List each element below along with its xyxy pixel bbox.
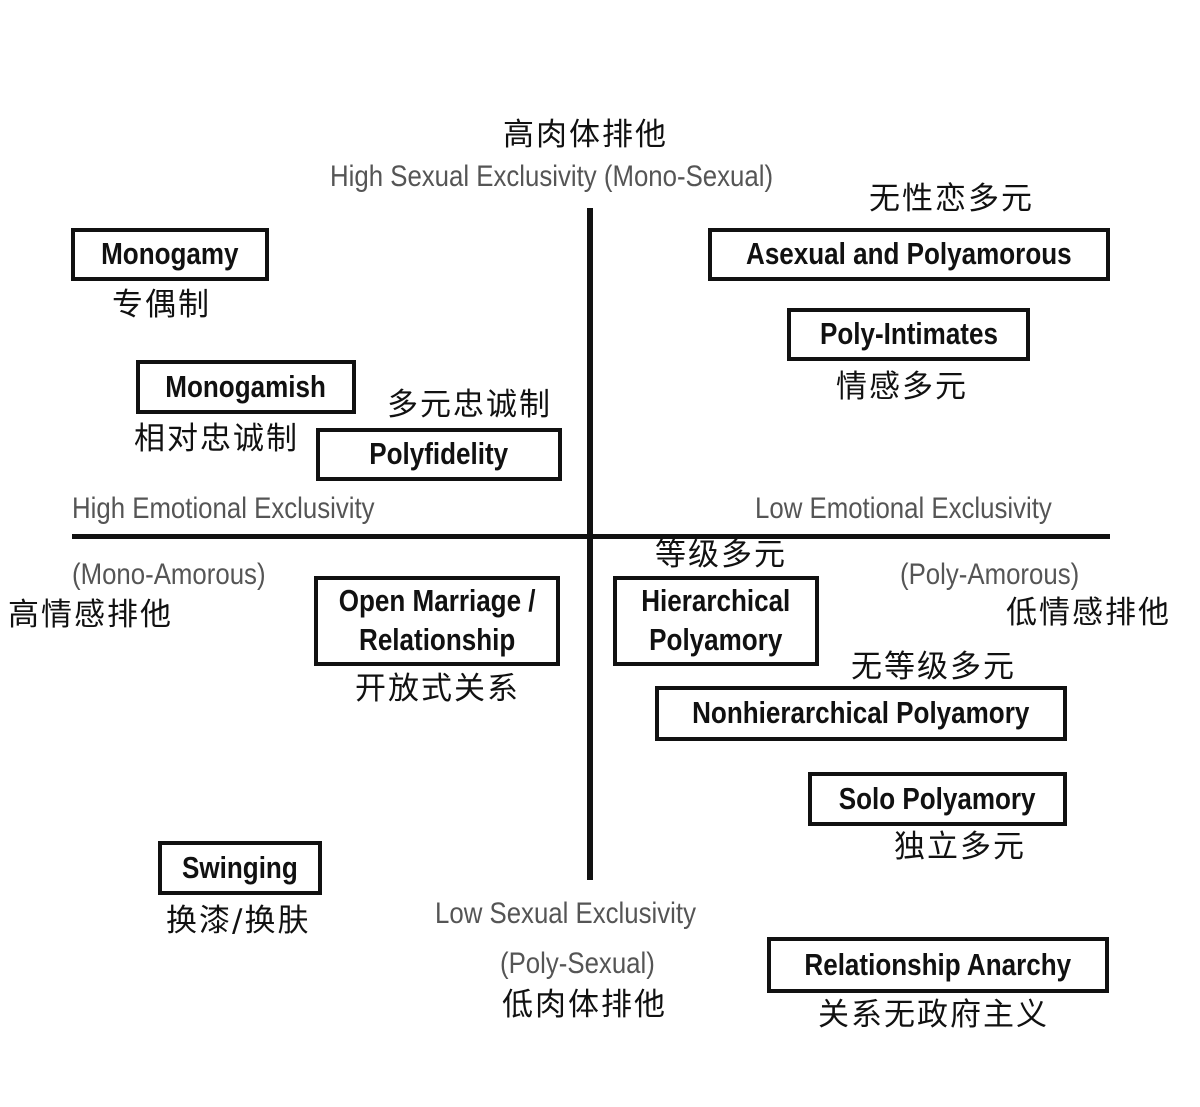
- left-axis-label-cn: 高情感排他: [8, 597, 173, 633]
- right-axis-label-en-paren: (Poly-Amorous): [900, 558, 1080, 591]
- swinging-box: Swinging: [158, 841, 322, 895]
- polyfidelity-box: Polyfidelity: [316, 428, 562, 481]
- asexual-polyamorous-label: Asexual and Polyamorous: [746, 236, 1072, 272]
- open-marriage-label-cn: 开放式关系: [355, 671, 520, 707]
- bottom-axis-label-en: Low Sexual Exclusivity: [435, 897, 696, 930]
- right-axis-label-cn: 低情感排他: [1006, 595, 1171, 631]
- nonhierarchical-label-cn: 无等级多元: [851, 649, 1016, 685]
- polyfidelity-label-cn: 多元忠诚制: [387, 387, 552, 423]
- relationship-anarchy-label-cn: 关系无政府主义: [818, 997, 1049, 1033]
- open-marriage-label: Open Marriage / Relationship: [338, 583, 536, 657]
- bottom-axis-label-en-paren: (Poly-Sexual): [500, 947, 655, 980]
- solo-polyamory-label-cn: 独立多元: [894, 829, 1026, 865]
- open-marriage-box: Open Marriage / Relationship: [314, 576, 560, 666]
- solo-polyamory-label: Solo Polyamory: [839, 780, 1036, 816]
- monogamy-label: Monogamy: [101, 236, 239, 272]
- top-axis-label-en: High Sexual Exclusivity (Mono-Sexual): [330, 160, 774, 193]
- swinging-label-cn: 换漆/换肤: [166, 903, 311, 939]
- hierarchical-polyamory-label: Hierarchical Polyamory: [641, 583, 791, 657]
- poly-intimates-label-cn: 情感多元: [836, 369, 968, 405]
- horizontal-axis: [72, 534, 1110, 539]
- nonhierarchical-polyamory-label: Nonhierarchical Polyamory: [692, 695, 1030, 731]
- asexual-polyamorous-label-cn: 无性恋多元: [869, 181, 1034, 217]
- hierarchical-polyamory-box: Hierarchical Polyamory: [613, 576, 819, 666]
- monogamy-label-cn: 专偶制: [112, 287, 211, 323]
- nonhierarchical-polyamory-box: Nonhierarchical Polyamory: [655, 686, 1067, 741]
- vertical-axis: [587, 208, 593, 880]
- monogamish-label-cn: 相对忠诚制: [134, 421, 299, 457]
- solo-polyamory-box: Solo Polyamory: [808, 772, 1067, 826]
- right-axis-label-en: Low Emotional Exclusivity: [755, 492, 1052, 525]
- top-axis-label-cn: 高肉体排他: [503, 117, 668, 153]
- swinging-label: Swinging: [182, 849, 298, 885]
- asexual-polyamorous-box: Asexual and Polyamorous: [708, 228, 1110, 281]
- monogamish-label: Monogamish: [165, 368, 327, 404]
- hierarchical-label-cn: 等级多元: [655, 537, 787, 573]
- monogamy-box: Monogamy: [71, 228, 269, 281]
- left-axis-label-en-paren: (Mono-Amorous): [72, 558, 266, 591]
- relationship-anarchy-label: Relationship Anarchy: [804, 946, 1072, 982]
- poly-intimates-box: Poly-Intimates: [787, 308, 1030, 361]
- left-axis-label-en: High Emotional Exclusivity: [72, 492, 375, 525]
- poly-intimates-label: Poly-Intimates: [819, 316, 998, 352]
- monogamish-box: Monogamish: [136, 360, 356, 414]
- relationship-anarchy-box: Relationship Anarchy: [767, 937, 1109, 993]
- polyfidelity-label: Polyfidelity: [369, 436, 509, 472]
- bottom-axis-label-cn: 低肉体排他: [502, 987, 667, 1023]
